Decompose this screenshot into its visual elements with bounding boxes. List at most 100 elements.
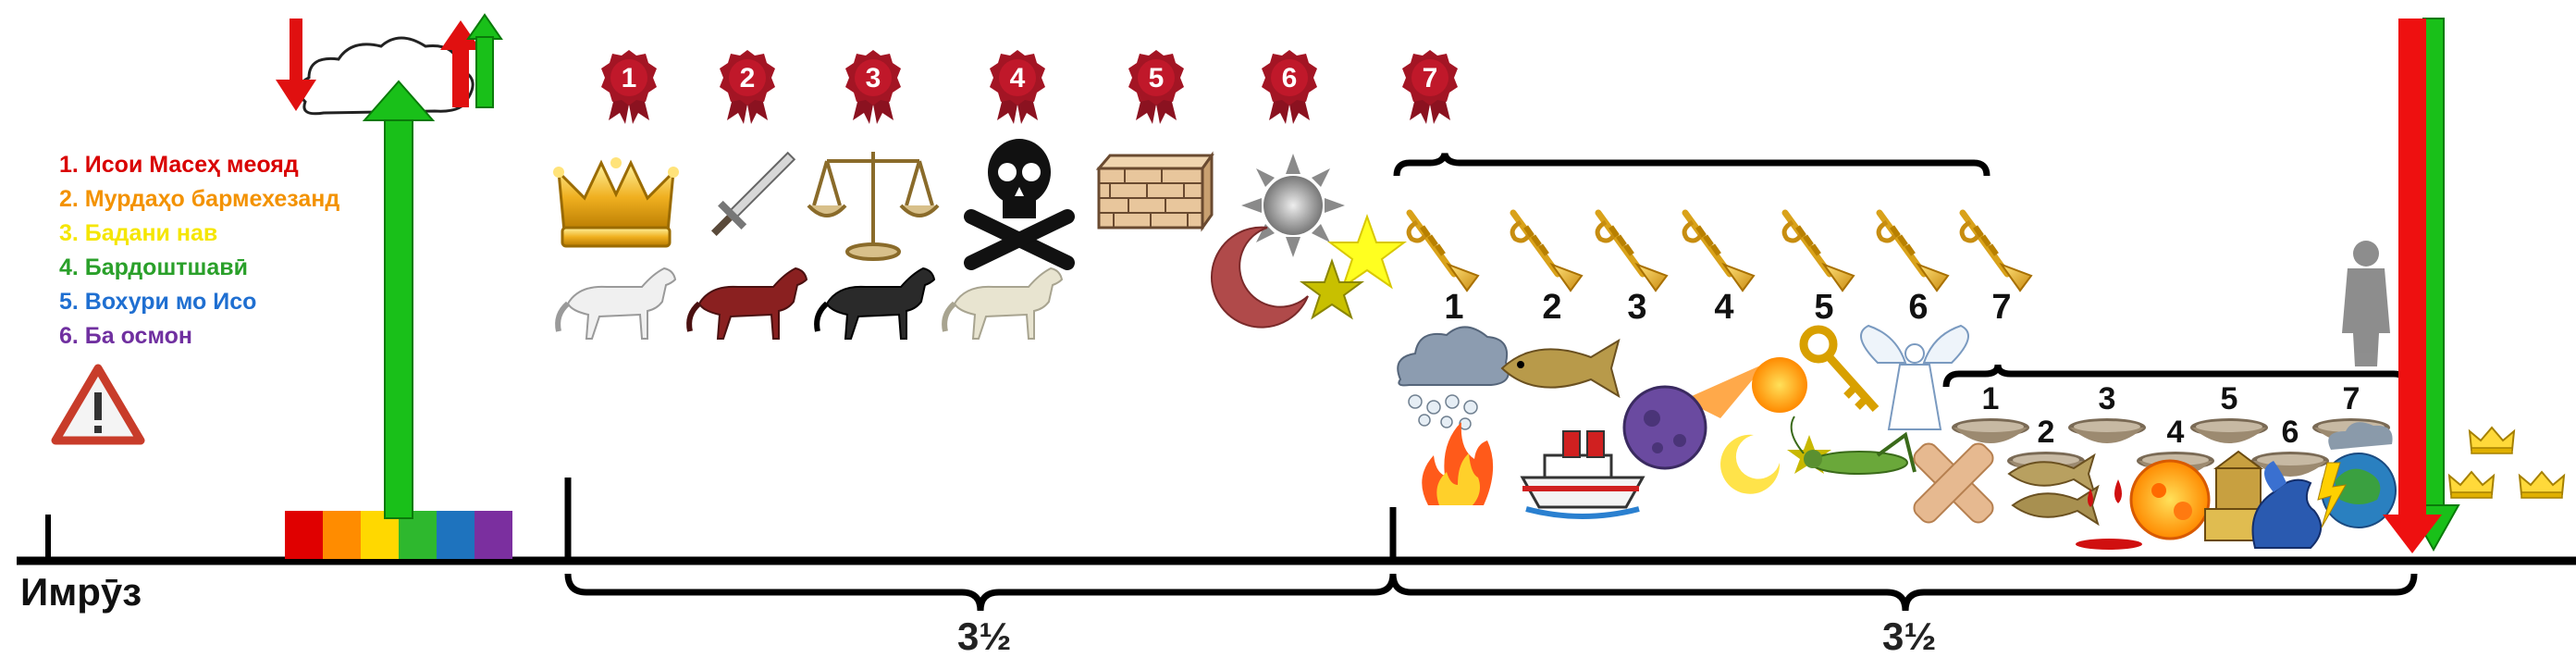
seal-ribbon-icon: 6 <box>1262 50 1317 124</box>
bowl-number: 3 <box>2099 381 2116 416</box>
seal-ribbon-icon: 4 <box>990 50 1045 124</box>
seal-ribbon-icon: 2 <box>720 50 775 124</box>
seal-number: 2 <box>740 63 756 93</box>
rainbow-segment <box>437 511 475 559</box>
horse-icon-pale <box>944 268 1062 339</box>
star-icon <box>1327 214 1407 290</box>
bowl-number: 1 <box>1982 381 2000 416</box>
brace-first-period <box>564 573 1397 612</box>
trumpet-icon <box>1962 213 2031 291</box>
burning-sun-icon <box>2129 459 2211 540</box>
legend-item-2: 2. Мурдаҳо бармехезанд <box>59 186 340 212</box>
trumpet-icon <box>1879 213 1948 291</box>
legend-item-3: 3. Бадани нав <box>59 220 218 246</box>
trumpet-number: 7 <box>1991 288 2011 327</box>
bandage-cross-icon <box>1913 442 1994 524</box>
bowl-icon <box>2251 452 2329 477</box>
trumpet-number: 6 <box>1908 288 1928 327</box>
trumpet-icon <box>1409 213 1478 291</box>
crown-icon <box>553 157 679 248</box>
small-crown-icon-2 <box>2448 471 2495 499</box>
bowl-icon <box>2190 418 2268 443</box>
seal-ribbon-icon: 3 <box>845 50 901 124</box>
seal-number: 5 <box>1149 63 1165 93</box>
red-up-arrow <box>440 20 481 107</box>
trumpets-row: 1 2 3 4 5 6 7 <box>1409 213 2031 327</box>
blood-drops-icon <box>2076 479 2142 550</box>
legend-item-5: 5. Вохури мо Исо <box>59 289 257 315</box>
trumpet-icon <box>1684 213 1754 291</box>
warning-icon <box>51 364 145 445</box>
bowl-number: 7 <box>2343 381 2360 416</box>
fire-icon <box>1422 422 1494 505</box>
period-label-right: 3½ <box>1882 614 1937 658</box>
seal-number: 1 <box>622 63 637 93</box>
moon-icon <box>1210 226 1309 329</box>
skull-crossbones-icon <box>964 139 1075 270</box>
red-down-arrow <box>276 19 316 111</box>
seal-ribbon-icon: 7 <box>1402 50 1458 124</box>
horse-icon-black <box>817 268 934 339</box>
seal-ribbon-icon: 5 <box>1128 50 1184 124</box>
brace-second-period <box>1389 573 2418 612</box>
fish-icon <box>1500 338 1621 399</box>
ship-icon <box>1520 430 1645 519</box>
legend-item-6: 6. Ба осмон <box>59 323 192 349</box>
bowl-icon <box>2068 418 2146 443</box>
small-crown-icon-3 <box>2519 471 2565 499</box>
bowl-number: 6 <box>2282 415 2299 450</box>
horse-icon-red <box>689 268 807 339</box>
trumpet-number: 1 <box>1444 288 1463 327</box>
bowl-number: 2 <box>2038 415 2055 450</box>
rainbow-segment <box>323 511 361 559</box>
angel-icon <box>1860 324 1969 430</box>
dead-fish-icon <box>2007 453 2100 527</box>
euphrates-dragon-icon <box>2251 461 2322 549</box>
green-up-arrow-small <box>466 13 503 108</box>
cloud-icon <box>297 36 475 116</box>
locust-icon <box>1790 416 1917 475</box>
horse-icon-white <box>558 268 675 339</box>
bowl-number: 4 <box>2167 415 2185 450</box>
brick-wall-icon <box>1095 151 1214 232</box>
seal-number: 3 <box>866 63 881 93</box>
brace-trumpets <box>1393 153 1991 177</box>
today-label: Имрӯз <box>20 570 142 614</box>
red-down-arrow-final <box>2383 19 2442 553</box>
bowl-number: 5 <box>2221 381 2238 416</box>
legend-item-1: 1. Исои Масеҳ меояд <box>59 152 299 178</box>
brace-bowls <box>1942 364 2410 388</box>
rainbow-bar <box>285 511 512 559</box>
meteor-icon <box>1622 363 1767 470</box>
trumpet-number: 2 <box>1542 288 1561 327</box>
seals-row: 1 2 3 4 5 6 7 <box>601 50 1458 124</box>
green-up-arrow-large <box>362 80 436 519</box>
trumpet-number: 5 <box>1814 288 1833 327</box>
sun-icon <box>1241 154 1345 257</box>
trumpet-number: 3 <box>1627 288 1646 327</box>
trumpet-icon <box>1597 213 1667 291</box>
hail-cloud-icon <box>1397 326 1510 430</box>
bowls-row: 1 2 3 4 5 6 7 <box>1952 381 2390 477</box>
seal-number: 4 <box>1010 63 1026 93</box>
trumpet-icon <box>1784 213 1854 291</box>
bowl-icon <box>1952 418 2029 443</box>
legend-item-4: 4. Бардоштшавӣ <box>59 254 249 280</box>
star-icon-small <box>1299 257 1365 320</box>
period-label-left: 3½ <box>957 614 1012 658</box>
storm-earth-icon <box>2317 422 2397 528</box>
seal-number: 6 <box>1282 63 1298 93</box>
figure-silhouette-icon <box>2342 241 2390 366</box>
sword-icon <box>710 151 796 237</box>
rainbow-segment <box>285 511 323 559</box>
rainbow-segment <box>475 511 512 559</box>
trumpet-icon <box>1512 213 1582 291</box>
seal-number: 7 <box>1423 63 1438 93</box>
trumpet-number: 4 <box>1714 288 1733 327</box>
scales-icon <box>807 152 940 261</box>
seal-ribbon-icon: 1 <box>601 50 657 124</box>
small-crown-icon-1 <box>2469 427 2515 454</box>
key-icon <box>1799 325 1880 413</box>
